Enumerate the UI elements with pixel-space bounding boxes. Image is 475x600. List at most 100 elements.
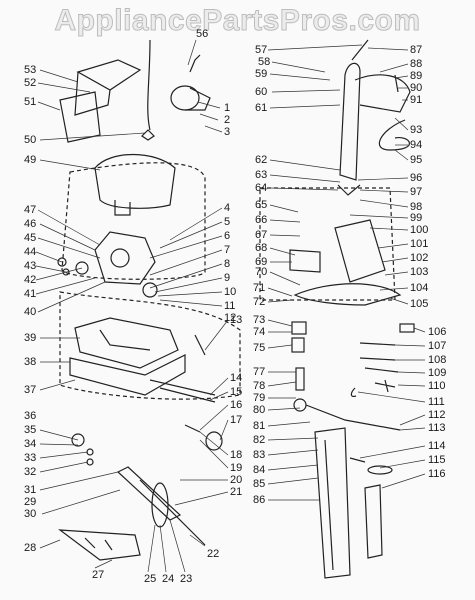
- callout-101: 101: [410, 238, 429, 250]
- callout-14: 14: [230, 372, 243, 384]
- callout-97: 97: [410, 186, 423, 198]
- callout-86: 86: [253, 494, 266, 506]
- callout-17: 17: [230, 414, 243, 426]
- callout-79: 79: [253, 392, 266, 404]
- callout-114: 114: [428, 440, 446, 452]
- callout-66: 66: [255, 214, 268, 226]
- callout-30: 30: [24, 508, 37, 520]
- callout-43: 43: [24, 260, 37, 272]
- callout-42: 42: [24, 274, 37, 286]
- callout-98: 98: [410, 201, 423, 213]
- callout-84: 84: [253, 464, 266, 476]
- callout-70: 70: [255, 266, 268, 278]
- callout-4: 4: [224, 202, 231, 214]
- callout-106: 106: [428, 326, 447, 338]
- part-base-housing: [69, 354, 186, 396]
- callout-85: 85: [253, 478, 266, 490]
- callout-33: 33: [24, 452, 37, 464]
- part-dirt-cup-housing: [334, 219, 386, 283]
- callout-50: 50: [24, 134, 37, 146]
- callout-88: 88: [410, 58, 423, 70]
- part-fan-shroud: [94, 153, 176, 209]
- callout-21: 21: [230, 486, 243, 498]
- watermark: AppliancePartsPros.com: [54, 4, 421, 38]
- callout-99: 99: [410, 212, 423, 224]
- part-motor-assembly: [94, 231, 156, 285]
- callout-82: 82: [253, 434, 266, 446]
- callout-59: 59: [255, 68, 268, 80]
- callout-111: 111: [428, 396, 445, 408]
- callout-3: 3: [224, 126, 231, 138]
- callout-56: 56: [196, 28, 209, 40]
- callout-60: 60: [255, 86, 268, 98]
- callout-57: 57: [255, 44, 268, 56]
- callout-8: 8: [224, 258, 231, 270]
- part-wire-harness: [141, 39, 155, 141]
- callout-64: 64: [255, 182, 268, 194]
- callout-9: 9: [224, 272, 231, 284]
- handle-group-outline: [259, 187, 396, 301]
- part-axle-rod: [149, 379, 216, 403]
- part-inner-bag: [364, 484, 383, 559]
- callout-87: 87: [410, 44, 423, 56]
- callout-2: 2: [224, 114, 231, 126]
- callout-78: 78: [253, 380, 266, 392]
- callout-35: 35: [24, 424, 37, 436]
- base-group-outline: [59, 291, 241, 400]
- callout-45: 45: [24, 232, 37, 244]
- callout-61: 61: [255, 102, 268, 114]
- callout-68: 68: [255, 242, 268, 254]
- part-handle-tube: [339, 62, 361, 181]
- callout-96: 96: [410, 172, 423, 184]
- callout-6: 6: [224, 230, 231, 242]
- part-bag-panel: [59, 91, 101, 143]
- callout-67: 67: [255, 229, 268, 241]
- callout-28: 28: [24, 542, 37, 554]
- callout-104: 104: [410, 282, 429, 294]
- callout-81: 81: [253, 420, 266, 432]
- callout-105: 105: [410, 298, 429, 310]
- part-bottom-plate: [58, 529, 141, 561]
- part-motor-cap: [170, 85, 200, 111]
- callout-93: 93: [410, 124, 423, 136]
- callout-75: 75: [253, 342, 266, 354]
- callout-34: 34: [24, 438, 37, 450]
- part-power-cord: [378, 119, 410, 151]
- callout-73: 73: [253, 314, 266, 326]
- callout-47: 47: [24, 204, 37, 216]
- part-post: [295, 367, 305, 391]
- part-base-plate: [74, 317, 179, 369]
- callout-27: 27: [92, 569, 105, 581]
- callout-95: 95: [410, 154, 423, 166]
- callout-91: 91: [410, 94, 423, 106]
- callout-20: 20: [230, 474, 243, 486]
- callout-18: 18: [230, 449, 243, 461]
- callout-41: 41: [24, 288, 37, 300]
- callout-100: 100: [410, 224, 429, 236]
- callout-7: 7: [224, 244, 231, 256]
- callout-110: 110: [428, 380, 446, 392]
- callout-44: 44: [24, 246, 37, 258]
- callout-115: 115: [428, 454, 446, 466]
- callout-11: 11: [224, 300, 236, 312]
- callout-5: 5: [224, 216, 231, 228]
- callout-39: 39: [24, 332, 37, 344]
- callout-52: 52: [24, 77, 37, 89]
- callout-74: 74: [253, 326, 266, 338]
- callout-29: 29: [24, 496, 37, 508]
- callout-32: 32: [24, 466, 37, 478]
- callout-65: 65: [255, 199, 268, 211]
- callout-25: 25: [144, 573, 157, 585]
- callout-116: 116: [428, 468, 446, 480]
- callout-24: 24: [162, 573, 175, 585]
- part-top-cover: [76, 59, 142, 91]
- callout-13: 13: [230, 314, 243, 326]
- callout-46: 46: [24, 218, 37, 230]
- callout-108: 108: [428, 354, 447, 366]
- callout-72: 72: [253, 296, 266, 308]
- part-outer-bag: [314, 427, 351, 579]
- callout-19: 19: [230, 462, 243, 474]
- callout-83: 83: [253, 449, 266, 461]
